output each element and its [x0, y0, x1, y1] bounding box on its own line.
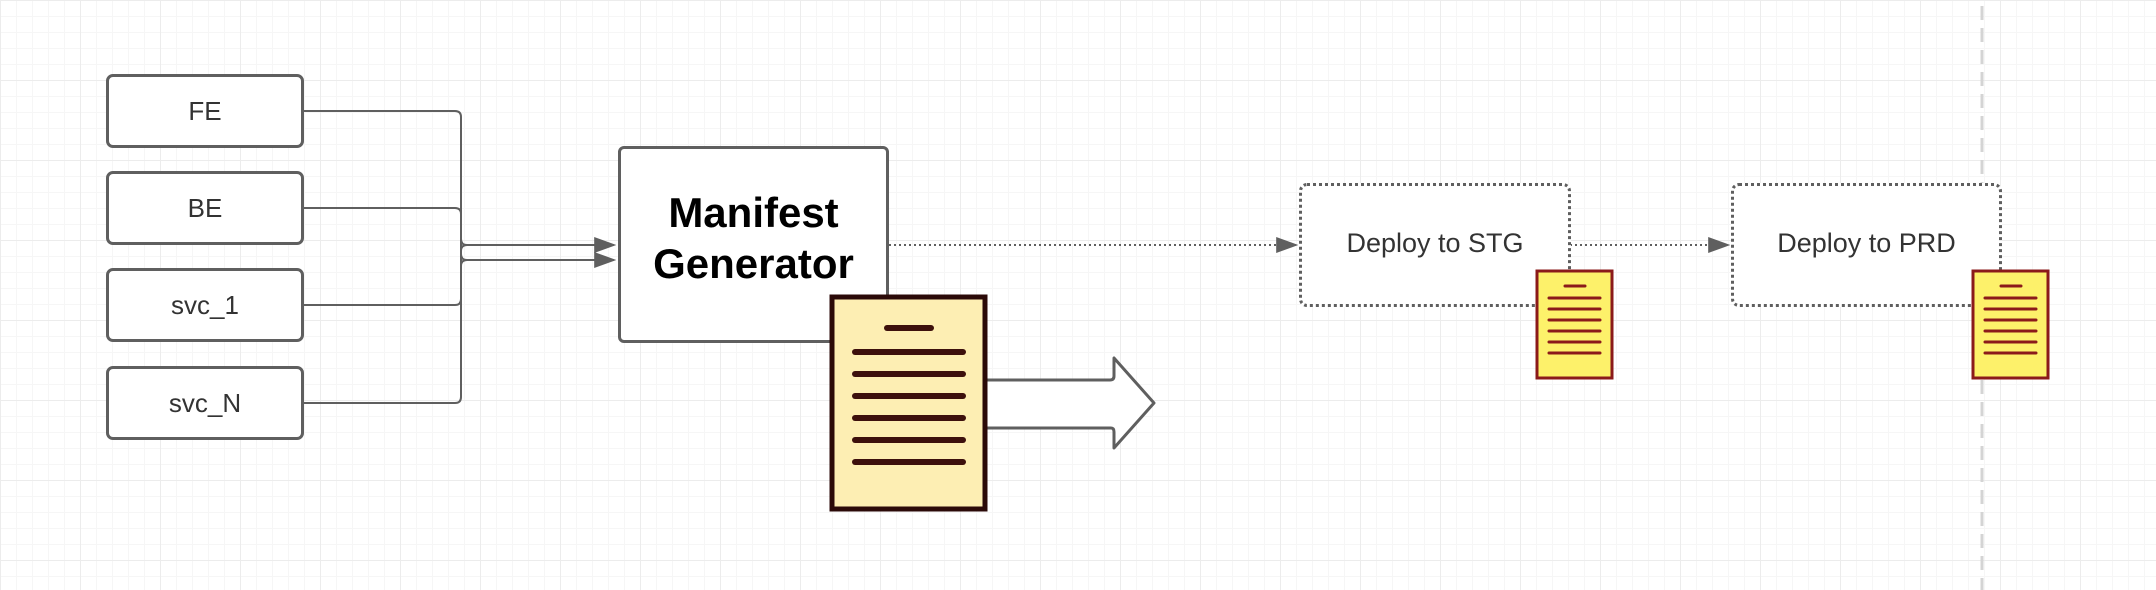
- connector-svc1-generator[interactable]: [303, 259, 468, 306]
- service-node-svc-1[interactable]: svc_1: [106, 268, 304, 342]
- connector-svcN-generator[interactable]: [303, 244, 468, 404]
- deploy-stg-node[interactable]: Deploy to STG: [1299, 183, 1571, 307]
- service-node-fe[interactable]: FE: [106, 74, 304, 148]
- document-icon[interactable]: [1971, 269, 2051, 380]
- document-icon[interactable]: [829, 294, 989, 514]
- service-label: BE: [187, 192, 223, 223]
- connector-fe-generator[interactable]: [303, 110, 617, 253]
- generator-label: Manifest Generator: [653, 188, 854, 287]
- service-label: svc_1: [171, 289, 239, 320]
- deploy-prd-label: Deploy to PRD: [1777, 227, 1956, 258]
- service-label: svc_N: [168, 387, 242, 418]
- service-node-be[interactable]: BE: [106, 171, 304, 245]
- deploy-prd-node[interactable]: Deploy to PRD: [1731, 183, 2002, 307]
- connector-be-generator[interactable]: [303, 207, 617, 268]
- deploy-stg-label: Deploy to STG: [1346, 227, 1524, 258]
- service-node-svc-n[interactable]: svc_N: [106, 366, 304, 440]
- service-label: FE: [188, 95, 222, 126]
- document-icon[interactable]: [1535, 269, 1615, 380]
